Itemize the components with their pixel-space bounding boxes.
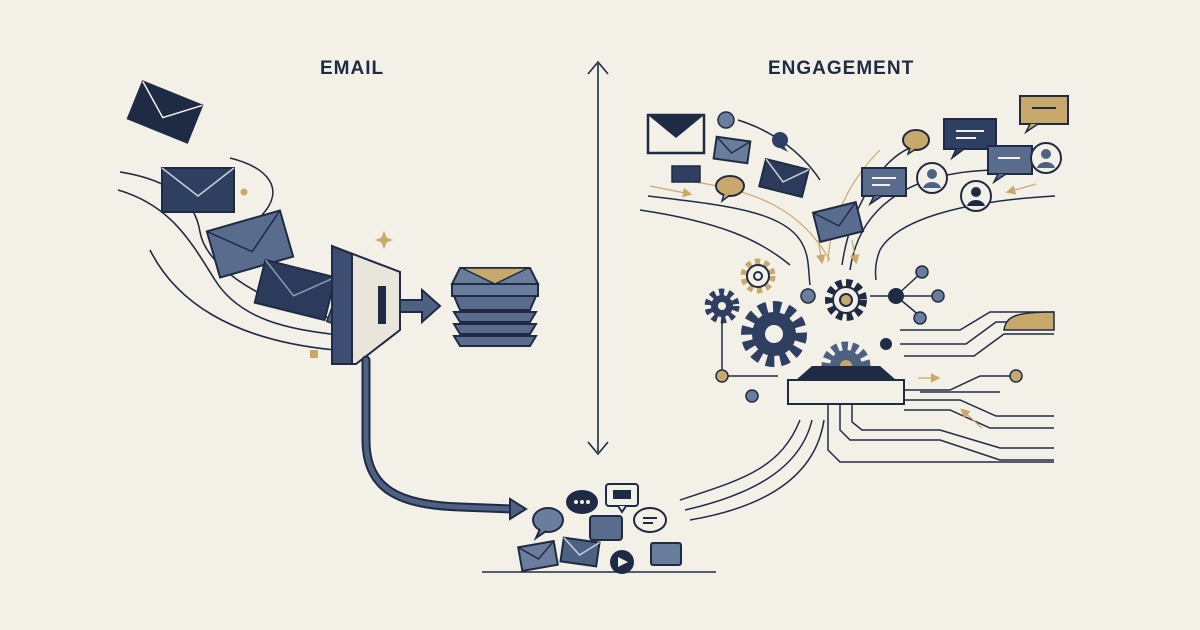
chat-bubble-icon: [861, 167, 907, 207]
envelope-icon: [517, 539, 559, 573]
envelope-icon: [646, 113, 706, 155]
divider-arrow: [587, 60, 609, 456]
chat-bubble-icon: [902, 129, 930, 156]
chat-bubble-icon: [1019, 95, 1069, 135]
chat-bubble-icon: [650, 542, 682, 566]
network-node-icon: [915, 265, 929, 279]
output-arrow: [399, 287, 442, 325]
processing-tray: [787, 366, 905, 405]
gold-dot: [240, 188, 248, 196]
chat-bubble-icon: [633, 507, 667, 533]
user-avatar-icon: [916, 162, 948, 194]
email-heading: EMAIL: [320, 58, 385, 79]
network-node-icon: [721, 320, 778, 377]
chat-bubble-icon: [772, 132, 788, 152]
network-node-icon: [913, 311, 927, 325]
chat-bubble-icon: [715, 175, 745, 203]
sparkle-icon: [375, 231, 393, 249]
network-node-icon: [888, 288, 904, 304]
gold-flow-lines: [649, 149, 1037, 265]
envelope-icon: [712, 135, 752, 165]
network-node-icon: [800, 288, 816, 304]
chat-bubble-icon: [943, 118, 997, 161]
circuit-lines: [827, 311, 1054, 463]
cursor-icon: [610, 550, 634, 574]
flow-lines-bottom: [679, 419, 825, 521]
chat-bubble-icon: [987, 145, 1033, 185]
funnel-icon: [331, 244, 401, 365]
chat-bubble-icon: [532, 507, 564, 541]
gold-flow-lines: [918, 373, 983, 429]
inbox-stack-icon: [450, 267, 540, 347]
network-node-icon: [717, 111, 735, 129]
pipe-connector: [361, 355, 528, 521]
network-node-icon: [880, 338, 892, 350]
network-node-icon: [715, 369, 729, 383]
chat-bubble-icon: [566, 490, 598, 514]
network-node-icon: [931, 289, 945, 303]
user-avatar-icon: [1030, 142, 1062, 174]
message-card: [671, 165, 701, 183]
gold-tab: [1003, 311, 1055, 331]
network-node-icon: [745, 389, 759, 403]
envelope-icon: [126, 80, 204, 144]
gear-icon: [825, 279, 867, 321]
engagement-heading: ENGAGEMENT: [768, 58, 915, 79]
gold-square: [310, 350, 318, 358]
envelope-icon: [253, 258, 337, 322]
chat-bubble-icon: [605, 483, 639, 514]
gear-icon: [740, 258, 776, 294]
gear-icon: [741, 301, 807, 367]
network-node-icon: [1009, 369, 1023, 383]
gear-icon: [704, 288, 740, 324]
envelope-icon: [161, 167, 235, 213]
envelope-icon: [758, 157, 810, 199]
envelope-icon: [559, 536, 601, 568]
envelope-icon: [811, 200, 865, 244]
user-avatar-icon: [960, 180, 992, 212]
chat-bubble-icon: [589, 515, 623, 541]
